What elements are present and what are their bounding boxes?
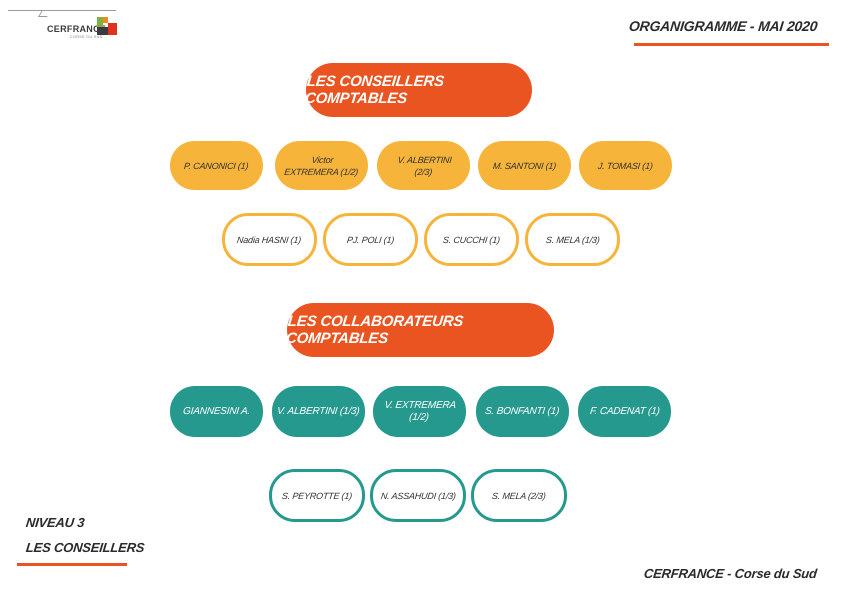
person-pill: S. BONFANTI (1) — [476, 386, 569, 437]
person-pill: V. EXTREMERA (1/2) — [373, 386, 466, 437]
person-name: N. ASSAHUDI (1/3) — [380, 490, 456, 501]
page-title: ORGANIGRAMME - MAI 2020 — [627, 18, 818, 34]
person-name: V. EXTREMERA (1/2) — [383, 399, 457, 423]
logo-rule-notch — [37, 10, 52, 17]
person-name: F. CADENAT (1) — [589, 405, 660, 417]
person-name: GIANNESINI A. — [182, 405, 251, 417]
person-name: M. SANTONI (1) — [492, 160, 557, 171]
footer-organization: CERFRANCE - Corse du Sud — [643, 566, 818, 581]
person-name: J. TOMASI (1) — [597, 160, 654, 171]
person-pill: P. CANONICI (1) — [170, 141, 263, 190]
person-pill: S. MELA (2/3) — [471, 469, 567, 522]
person-name: S. CUCCHI (1) — [442, 234, 501, 245]
person-pill: GIANNESINI A. — [170, 386, 263, 437]
level-underline — [17, 563, 127, 566]
section-title-collaborateurs: LES COLLABORATEURS COMPTABLES — [285, 303, 554, 357]
person-pill: V. ALBERTINI(2/3) — [377, 141, 470, 190]
logo-text: CERFRANCE — [47, 24, 107, 34]
logo-rule — [8, 10, 116, 11]
person-pill: J. TOMASI (1) — [579, 141, 672, 190]
person-name: S. MELA (2/3) — [491, 490, 547, 501]
person-name-line2: (2/3) — [413, 166, 433, 177]
logo-subtitle: CORSE DU SUD — [70, 35, 103, 39]
title-underline — [634, 43, 829, 46]
person-name-line2: EXTREMERA (1/2) — [283, 166, 359, 177]
person-name: Nadia HASNI (1) — [236, 234, 303, 245]
level-label: NIVEAU 3 — [25, 515, 86, 530]
section-title-text: LES COLLABORATEURS COMPTABLES — [285, 313, 465, 347]
person-name: Victor — [310, 154, 334, 165]
person-pill: S. MELA (1/3) — [525, 213, 620, 266]
person-name: P. CANONICI (1) — [183, 160, 250, 171]
person-name: V. ALBERTINI — [396, 154, 452, 165]
person-pill: V. ALBERTINI (1/3) — [272, 386, 365, 437]
person-name: PJ. POLI (1) — [346, 234, 395, 245]
cerfrance-logo-icon — [97, 17, 117, 35]
person-pill: S. PEYROTTE (1) — [269, 469, 365, 522]
person-name: S. BONFANTI (1) — [484, 405, 561, 417]
person-name: S. MELA (1/3) — [545, 234, 600, 245]
level-description: LES CONSEILLERS — [25, 540, 146, 555]
person-pill: S. CUCCHI (1) — [424, 213, 519, 266]
section-title-text: LES CONSEILLERS COMPTABLES — [304, 73, 445, 107]
person-name: S. PEYROTTE (1) — [281, 490, 353, 501]
person-name: V. ALBERTINI (1/3) — [276, 405, 361, 417]
person-pill: PJ. POLI (1) — [323, 213, 418, 266]
section-title-conseillers: LES CONSEILLERS COMPTABLES — [304, 63, 532, 117]
person-pill: Nadia HASNI (1) — [222, 213, 317, 266]
person-pill: M. SANTONI (1) — [478, 141, 571, 190]
person-pill: N. ASSAHUDI (1/3) — [370, 469, 466, 522]
person-pill: F. CADENAT (1) — [578, 386, 671, 437]
